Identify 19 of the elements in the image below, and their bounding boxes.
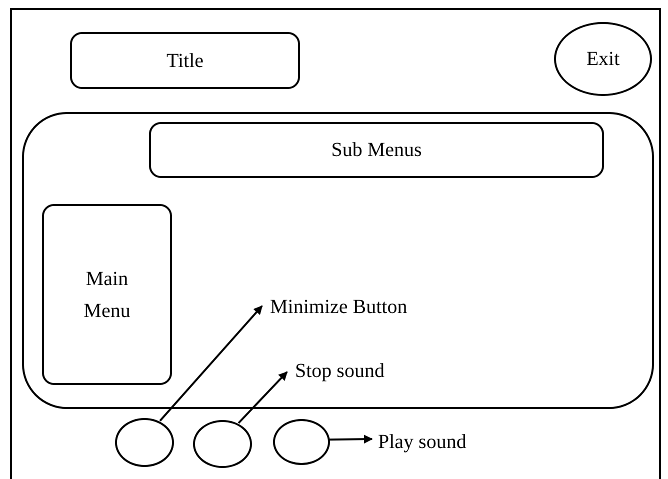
arrow [159, 305, 263, 422]
arrow [238, 371, 288, 424]
round-button [273, 419, 330, 465]
callout-label: Minimize Button [270, 292, 432, 322]
exit-button [554, 22, 652, 96]
main-menu-box [42, 204, 172, 385]
callout-label: Stop sound [295, 356, 419, 386]
box-label: Sub Menus [331, 138, 422, 163]
box-label: Title [166, 48, 204, 74]
round-button [193, 420, 252, 468]
content-panel [22, 112, 654, 409]
round-button [115, 418, 174, 467]
box-label: Main Menu [82, 266, 132, 324]
box-label: Exit [586, 47, 620, 72]
callout-label: Play sound [378, 427, 502, 457]
title-box [70, 32, 300, 89]
arrow [328, 434, 373, 444]
submenu-bar [149, 122, 604, 178]
screen-frame [10, 8, 661, 479]
